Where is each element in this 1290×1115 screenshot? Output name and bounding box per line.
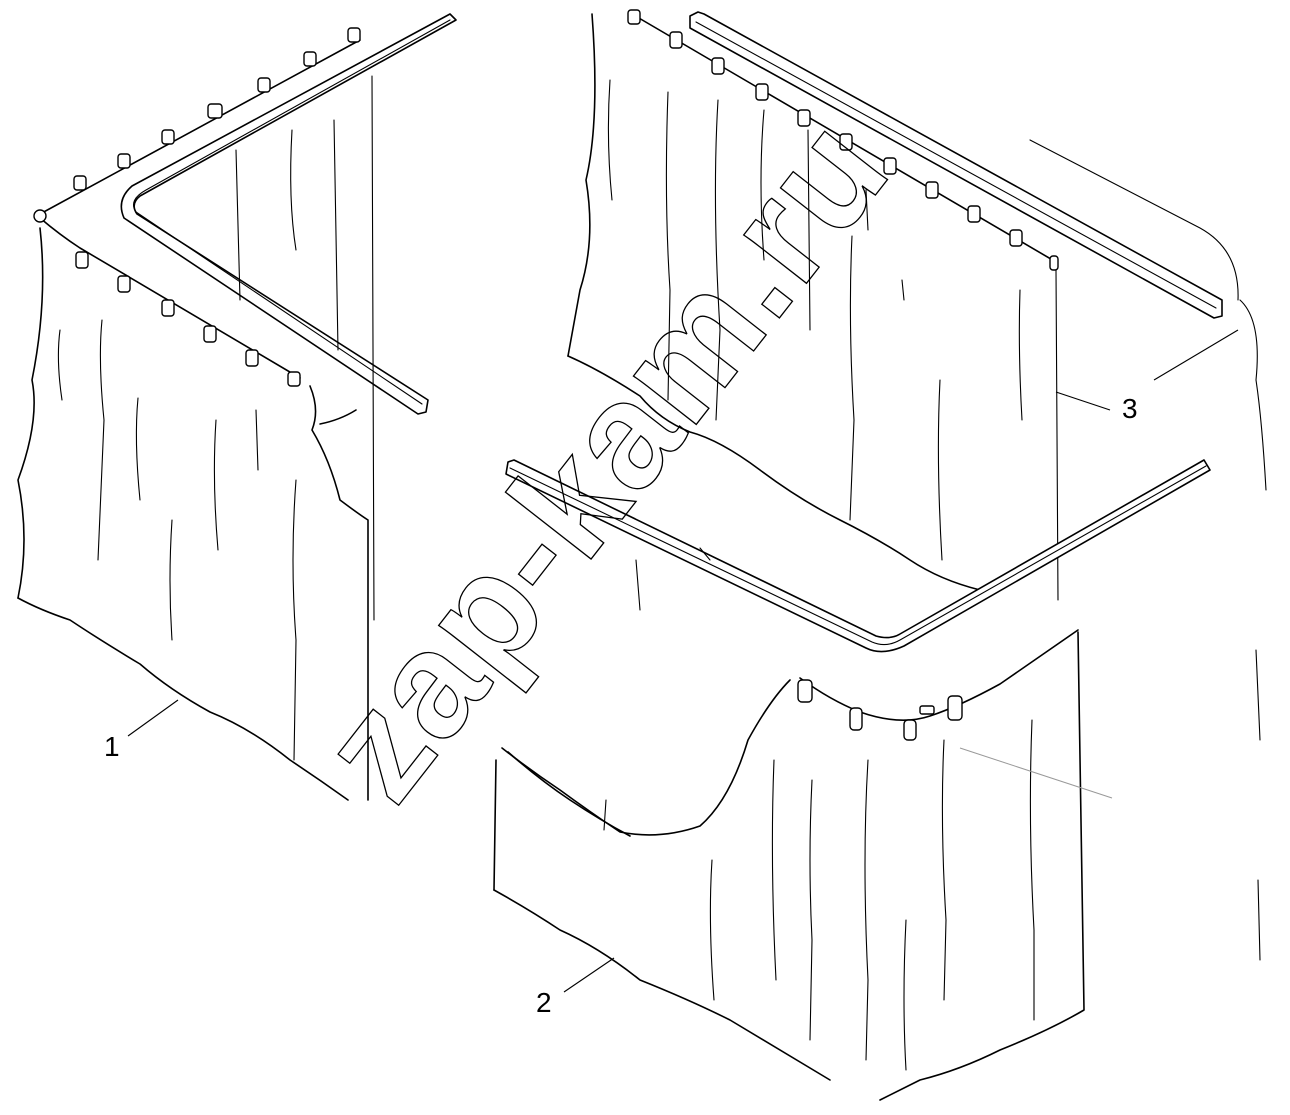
callout-1: 1: [104, 731, 120, 762]
callout-2: 2: [536, 987, 552, 1018]
curtain-2: [493, 459, 1211, 1101]
hooks-3: [627, 9, 1059, 271]
curtain-1: [17, 13, 457, 801]
rail-left: [120, 13, 457, 415]
hooks-1-front: [33, 209, 301, 387]
callout-3: 3: [1122, 393, 1138, 424]
folds-1: [57, 119, 339, 761]
rail-right-bottom: [505, 459, 1211, 653]
hooks-2: [797, 679, 963, 741]
folds-3: [607, 79, 1023, 561]
hooks-1-back: [73, 27, 361, 191]
leader-lines: [127, 329, 1239, 993]
watermark-text: zap-kam.ru: [288, 86, 920, 829]
curtain-3: [567, 9, 1267, 961]
folds-2: [603, 547, 1035, 1071]
curtain-1-top-edge: [39, 39, 361, 379]
